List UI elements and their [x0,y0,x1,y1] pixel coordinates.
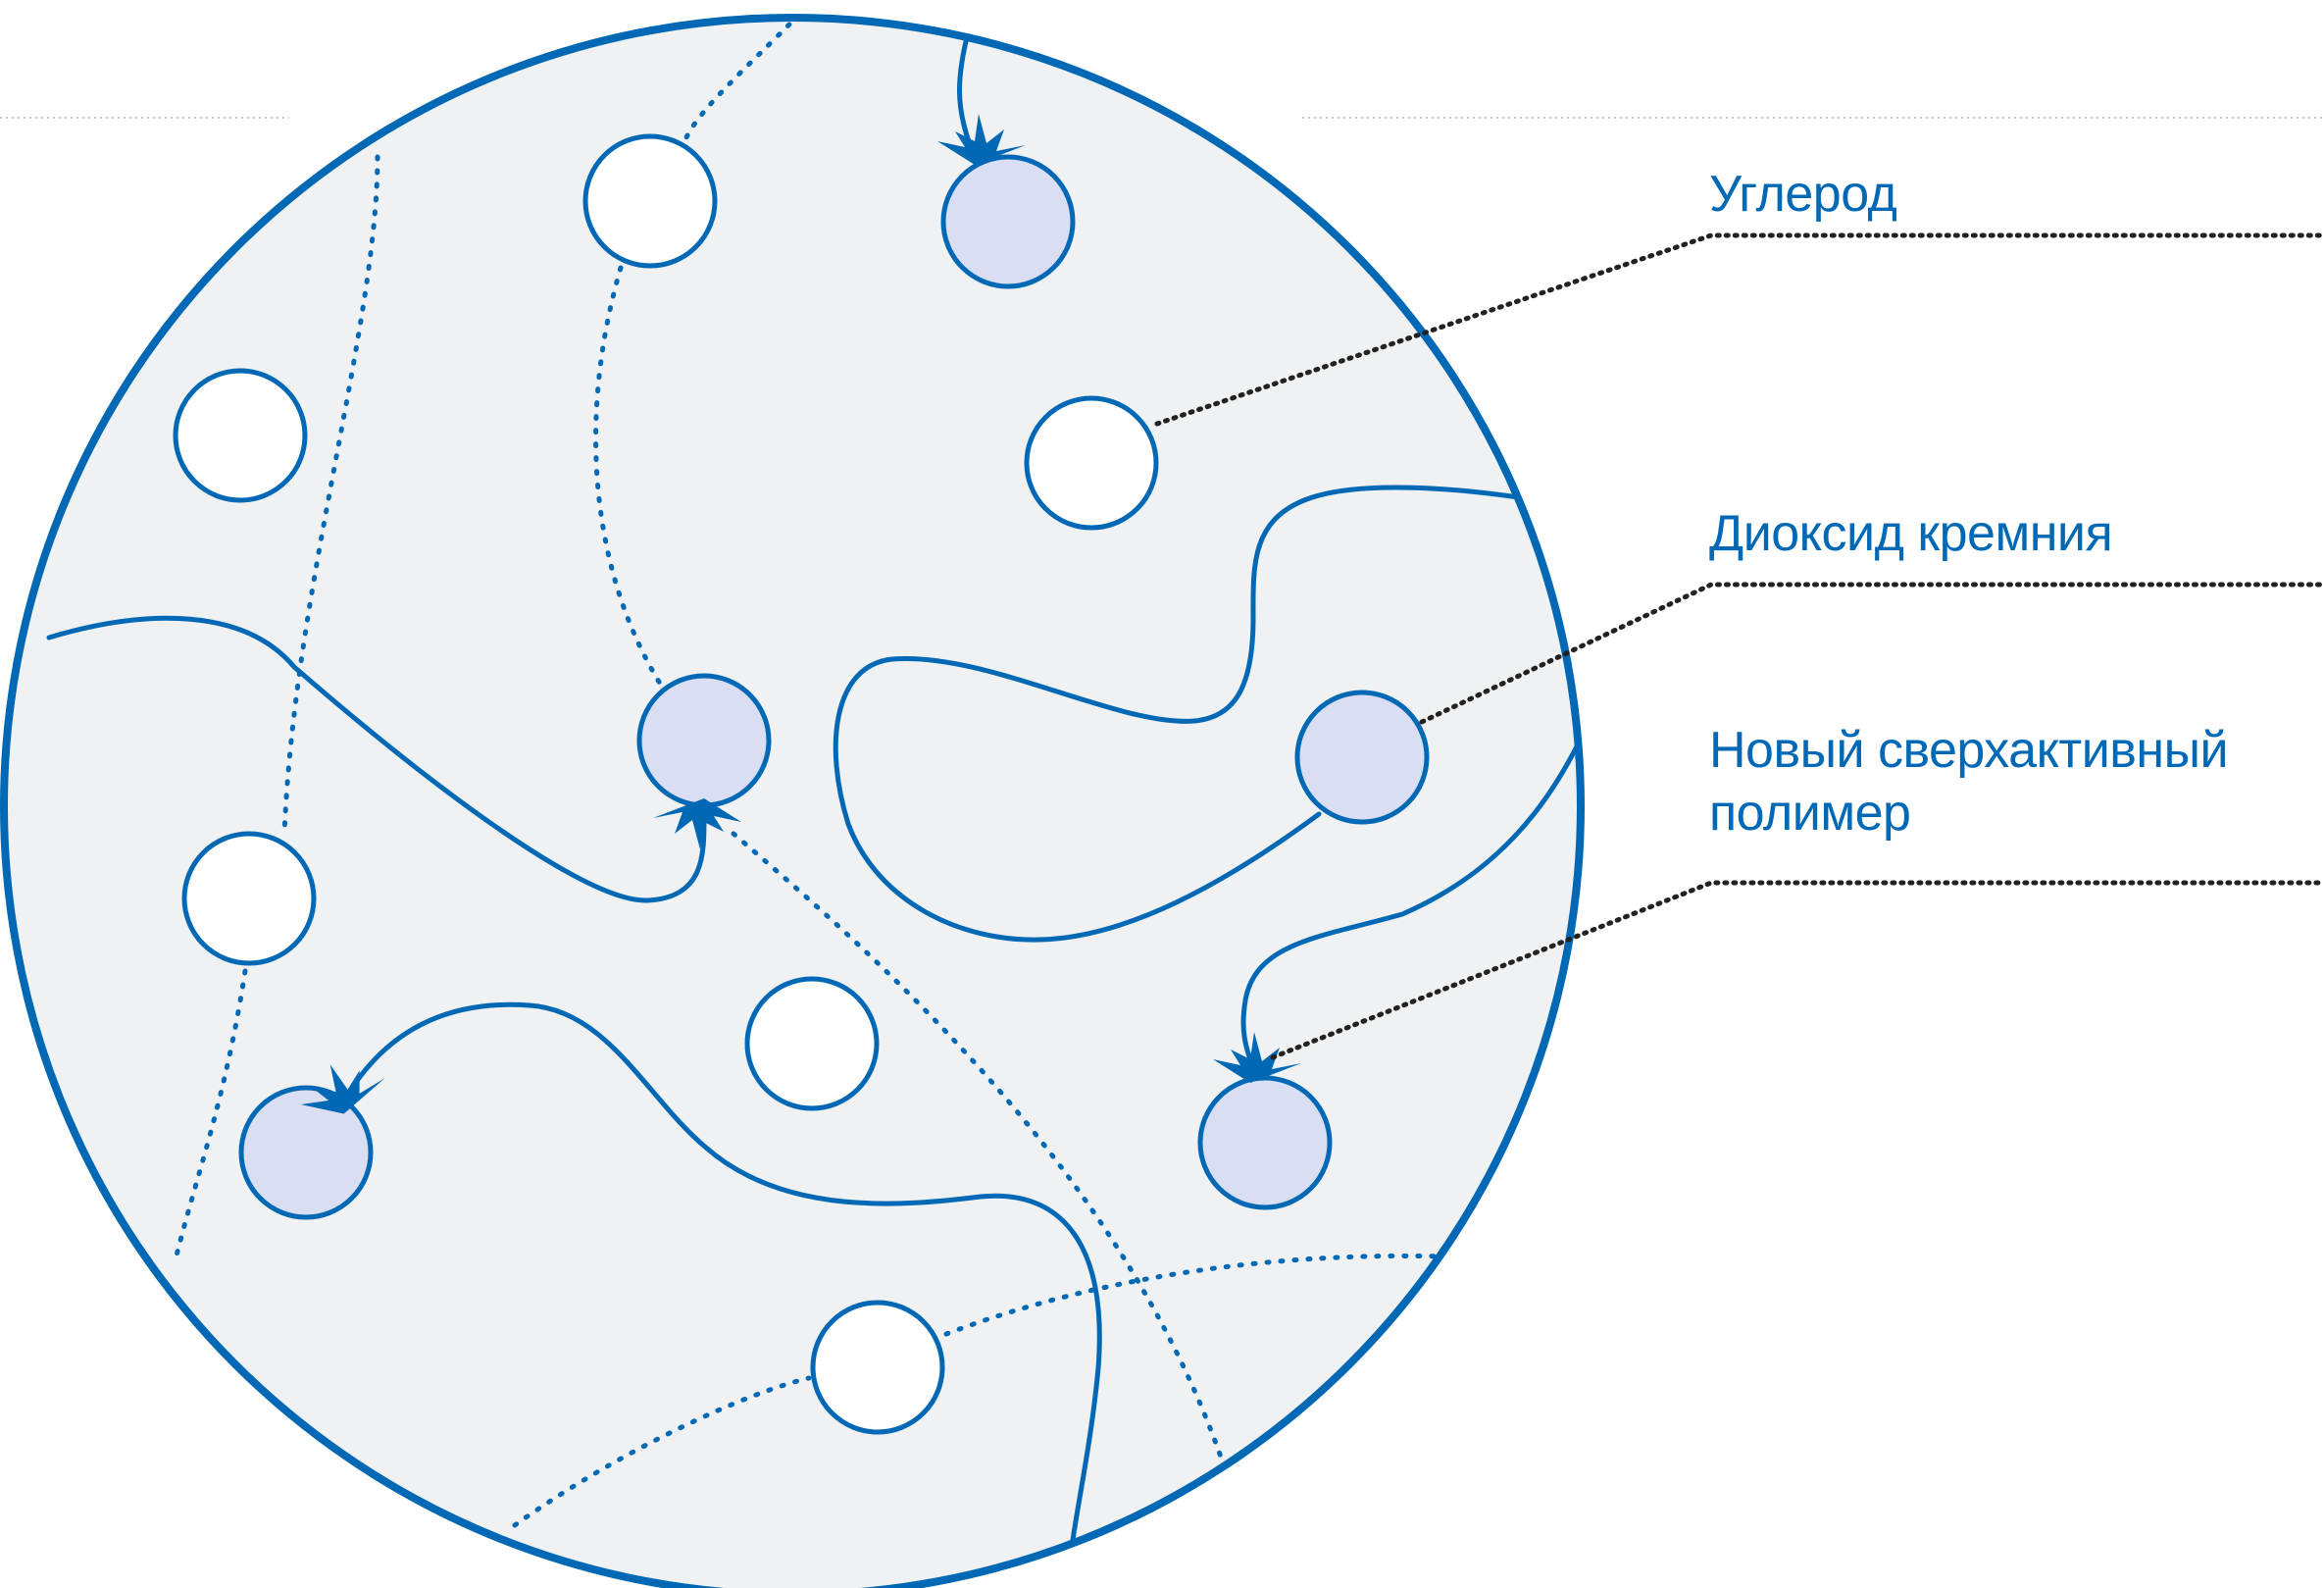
leader-line-carbon [1154,232,2324,427]
carbon-particle [1024,395,1159,531]
carbon-particle [810,1300,945,1435]
dotted-chains [174,18,1474,1528]
leader-lines [1154,232,2324,1060]
dotted-chain [683,18,802,140]
legend-label-polymer-line2: полимер [1709,785,1911,842]
solid-chain [1240,674,1581,1070]
magnified-circle [4,18,1581,1588]
solid-chains [46,26,1581,1572]
dotted-chain [731,831,1229,1474]
star-arrowhead-icon [653,798,741,849]
legend-label-silica: Диоксид кремния [1709,505,2113,562]
legend-label-polymer: Новый сверхактивный полимер [1709,719,2229,845]
carbon-particles [173,133,1159,1435]
carbon-particle [582,133,718,269]
star-arrowhead-icon [1213,1032,1301,1083]
solid-chain [957,26,974,150]
leader-line-polymer [1270,880,2324,1060]
dotted-chain [281,154,380,837]
silica-particle [940,154,1076,289]
magnified-circle-outline [0,14,1585,1588]
silica-particle [1197,1075,1333,1210]
star-arrowhead-icon [300,1064,385,1114]
carbon-particle [181,831,317,966]
carbon-particle [744,976,880,1111]
dotted-chain [943,1253,1474,1337]
silica-particle [238,1085,374,1220]
dotted-chain [512,1375,812,1528]
dotted-chain [593,265,665,690]
star-arrowheads [300,114,1301,1114]
silica-particle [1294,690,1430,825]
solid-chain [46,615,707,903]
carbon-particle [173,368,308,503]
dotted-chain [174,968,248,1258]
solid-chain [342,1001,1102,1572]
silica-particle [636,673,772,808]
solid-chain [833,485,1552,943]
legend-label-polymer-line1: Новый сверхактивный [1709,722,2229,779]
star-arrowhead-icon [937,114,1026,165]
legend-label-carbon: Углерод [1709,166,1897,223]
silica-particles [238,154,1430,1220]
leader-line-silica [1419,582,2324,725]
